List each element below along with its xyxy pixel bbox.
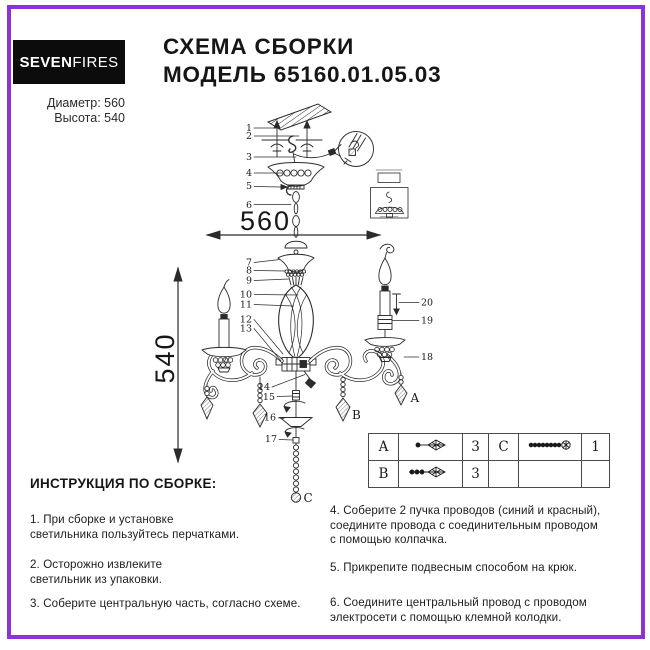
empty-cell — [518, 460, 582, 488]
spec-height: Высота: 540 — [54, 111, 125, 125]
pendant-c-chain: C — [290, 443, 313, 505]
callout-12: 12 — [240, 315, 252, 326]
chain-c-icon — [518, 433, 582, 461]
pendant-left-center — [252, 376, 268, 429]
title-line2: МОДЕЛЬ 65160.01.05.03 — [163, 62, 442, 87]
center-column — [275, 253, 317, 445]
callout-9: 9 — [246, 276, 252, 287]
callout-3: 3 — [246, 152, 252, 163]
part-label: C — [488, 433, 519, 461]
callout-17: 17 — [265, 434, 277, 445]
right-arm — [308, 346, 402, 386]
callout-20: 20 — [421, 298, 433, 309]
empty-cell — [581, 460, 610, 488]
instruction-step-6: 6. Соедините центральный провод с провод… — [330, 596, 587, 624]
callout-leaders — [253, 127, 420, 441]
callout-numbers: 1 2 3 4 5 6 7 8 9 10 11 12 13 14 15 16 1… — [240, 123, 433, 445]
part-label: B — [368, 460, 399, 488]
title-line1: СХЕМА СБОРКИ — [163, 34, 355, 59]
left-candle — [201, 279, 247, 373]
pendant-left-outer — [200, 383, 214, 421]
mounting-hook — [261, 135, 337, 169]
part-label: A — [368, 433, 399, 461]
callout-14: 14 — [258, 382, 270, 393]
empty-cell — [488, 460, 519, 488]
callout-15: 15 — [263, 392, 275, 403]
dimension-width: 560 — [205, 206, 382, 240]
callout-11: 11 — [240, 300, 252, 311]
pendant-b-icon — [398, 460, 463, 488]
callout-6: 6 — [246, 200, 252, 211]
pendant-label-c: C — [304, 491, 313, 505]
canopy — [267, 162, 325, 196]
callout-1: 1 — [246, 123, 252, 134]
pendant-a-icon — [398, 433, 463, 461]
pendant-label-a: A — [410, 391, 420, 405]
instruction-step-3: 3. Соберите центральную часть, согласно … — [30, 597, 301, 610]
brand-light: FIRES — [72, 53, 119, 71]
callout-7: 7 — [246, 258, 252, 269]
pendant-b: B — [335, 376, 361, 423]
callout-2: 2 — [246, 131, 252, 142]
callout-10: 10 — [240, 290, 252, 301]
callout-19: 19 — [421, 316, 433, 327]
callout-4: 4 — [246, 168, 252, 179]
right-candle — [364, 243, 406, 362]
dim-width-label: 560 — [240, 206, 291, 236]
suspension-chain — [284, 191, 308, 260]
callout-13: 13 — [240, 324, 252, 335]
instruction-step-2: 2. Осторожно извлеките светильник из упа… — [30, 558, 163, 586]
brand-bold: SEVEN — [19, 53, 73, 71]
instruction-step-1: 1. При сборке и установке светильника по… — [30, 513, 240, 541]
callout-16: 16 — [264, 413, 276, 424]
dimension-height: 540 — [150, 266, 183, 464]
table-row: A 3 C 1 — [368, 433, 610, 461]
page-title: СХЕМА СБОРКИ МОДЕЛЬ 65160.01.05.03 — [163, 33, 441, 89]
part-qty: 3 — [462, 460, 489, 488]
mounting-detail-box — [370, 169, 409, 219]
parts-table: A 3 C 1 B — [368, 433, 610, 488]
anchor-screws — [270, 119, 314, 158]
detail-bubble — [332, 131, 374, 167]
dim-height-label: 540 — [150, 332, 180, 383]
pendant-label-b: B — [352, 408, 361, 422]
part-qty: 1 — [581, 433, 610, 461]
callout-5: 5 — [246, 181, 252, 192]
callout-8: 8 — [246, 266, 252, 277]
spec-block: Диаметр: 560 Высота: 540 — [13, 96, 125, 126]
spec-diameter: Диаметр: 560 — [46, 96, 125, 110]
callout-18: 18 — [421, 352, 433, 363]
instruction-step-5: 5. Прикрепите подвесным способом на крюк… — [330, 561, 578, 574]
instruction-step-4: 4. Соберите 2 пучка проводов (синий и кр… — [330, 504, 601, 547]
table-row: B 3 — [368, 460, 610, 488]
part-qty: 3 — [462, 433, 489, 461]
pendant-a: A — [394, 372, 420, 407]
instructions-heading: ИНСТРУКЦИЯ ПО СБОРКЕ: — [30, 476, 217, 491]
